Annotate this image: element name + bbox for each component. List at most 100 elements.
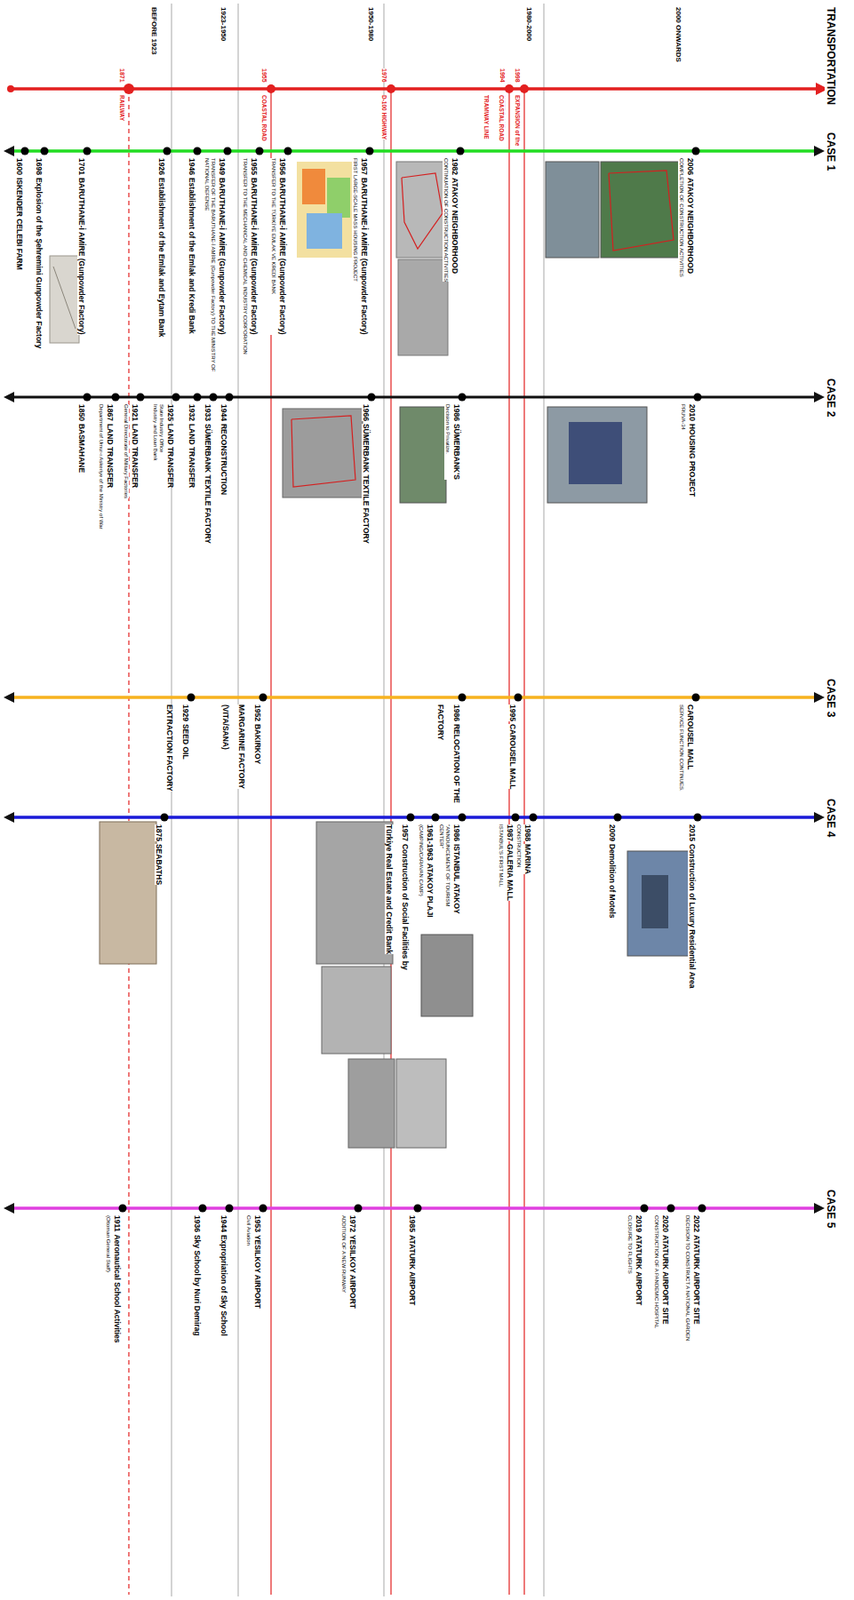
event-dot xyxy=(255,147,264,156)
event-title: Establishment of the Emlak and Kredi Ban… xyxy=(187,177,197,335)
aerial-photo xyxy=(600,161,681,258)
event-title: LAND TRANSFER xyxy=(105,423,115,488)
arrow-head xyxy=(3,692,15,703)
event-year: 2006 xyxy=(686,158,695,176)
event-block: 1986RELOCATION OF THE FACTORY xyxy=(434,704,467,810)
transport-name: RAILWAY xyxy=(119,95,126,121)
event-year: 2010 xyxy=(687,404,697,422)
sketch-photo xyxy=(49,255,80,344)
case-label: CASE 5 xyxy=(824,1189,838,1229)
event-block: 1932LAND TRANSFER xyxy=(185,404,202,488)
event-dot xyxy=(136,393,145,402)
historic-photo xyxy=(348,1059,395,1149)
aerial-photo xyxy=(282,408,363,498)
event-block: 1952BAKIRKOY MARGARINE FACTORY (VITA/SAN… xyxy=(219,704,268,810)
event-dot xyxy=(83,147,92,156)
transport-name-block: METRO AND TRAMWAY LINE xyxy=(480,95,513,147)
event-title: Explosion of the Şehremini Gunpowder Fac… xyxy=(34,177,44,349)
case-axes xyxy=(3,145,825,1214)
event-block: 1988MARINACONSTRUCTION xyxy=(515,824,538,875)
event-year: 1944 xyxy=(219,1215,229,1233)
event-dot xyxy=(225,393,234,402)
transport-year: 1955 xyxy=(261,68,268,83)
event-dot xyxy=(172,393,181,402)
aerial-photo xyxy=(321,966,392,1054)
transport-year: 1976 xyxy=(381,68,388,83)
axis-label-block: CASE 5 xyxy=(823,1189,840,1229)
event-year: 1986 xyxy=(452,704,462,722)
event-title: ATATURK AIRPORT xyxy=(634,1235,644,1306)
event-year: 1701 xyxy=(77,158,87,176)
event-dot xyxy=(123,83,135,95)
event-title: BARUTHANE-İ AMİRE (Gunpowder Factory) xyxy=(359,177,369,336)
event-note: TRANSFER OF THE BARUTHANE-İ AMİRE (Gunpo… xyxy=(203,158,216,385)
event-dot xyxy=(414,1205,423,1214)
event-title: BARUTHANE-İ AMİRE (Gunpowder Factory) xyxy=(217,177,227,336)
event-block: 2019ATATURK AIRPORTCLOSURE TO FLIGHTS xyxy=(626,1215,649,1306)
event-year: 1850 xyxy=(77,404,87,422)
transport-year-block: 1998 xyxy=(511,68,528,83)
event-block: 2015Construction of Luxury Residential A… xyxy=(686,824,703,990)
transport-axis xyxy=(7,82,829,96)
event-title: RECONSTRUCTION xyxy=(219,423,229,495)
arrow-head xyxy=(3,1203,15,1214)
aerial-photo xyxy=(545,161,599,258)
period-block: 1923-1950 xyxy=(217,7,234,41)
event-block: 1982ATAKOY NEIGHBORHOODCONTINUATION OF C… xyxy=(442,158,465,282)
photo-detail xyxy=(641,875,669,929)
event-note: Department of Umur-ı Askeriye of the Min… xyxy=(97,404,104,529)
event-note: COMPLETION OF CONSTRUCTION ACTIVITIES xyxy=(678,158,685,278)
case-label: CASE 2 xyxy=(824,378,838,417)
event-dot xyxy=(431,814,440,823)
event-block: 1933SÜMERBANK TEXTILE FACTORY xyxy=(201,404,218,544)
event-note: CONSTRUCTION xyxy=(515,824,522,875)
event-block: 1946Establishment of the Emlak and Kredi… xyxy=(185,158,202,335)
event-title: HOUSING PROJECT xyxy=(687,423,697,497)
event-year: 2022 xyxy=(692,1215,702,1233)
site-outline xyxy=(608,170,674,251)
event-dot xyxy=(514,694,523,703)
event-title: Demolition of Motels xyxy=(607,844,617,919)
event-dot xyxy=(458,393,467,402)
period-divider xyxy=(543,3,545,1597)
site-map xyxy=(296,161,356,258)
period-block: 1950-1980 xyxy=(365,7,382,41)
aerial-photo xyxy=(316,822,393,965)
transport-year-block: 1976 xyxy=(378,68,395,83)
axis-label-block: CASE 4 xyxy=(823,798,840,838)
transport-name: EXPANSION of the COASTAL ROAD xyxy=(498,95,521,146)
event-block: 1929SEED OIL EXTRACTION FACTORY xyxy=(163,704,196,810)
axis-title: TRANSPORTATION xyxy=(824,7,838,105)
event-title: SÜMERBANK TEXTILE FACTORY xyxy=(361,423,371,544)
event-year: 1995 xyxy=(508,704,518,722)
transport-name-block: COASTAL ROAD xyxy=(258,95,275,142)
period-divider xyxy=(171,3,173,1597)
axis-label-block: CASE 2 xyxy=(823,378,840,417)
site-outline xyxy=(291,415,356,487)
event-note: TRANSFER TO THE MECHANICAL AND CHEMICAL … xyxy=(241,158,248,355)
event-dot xyxy=(407,814,416,823)
event-dot xyxy=(209,393,218,402)
event-title: LAND TRANSFER xyxy=(166,423,176,488)
period-label: 1950-1980 xyxy=(367,7,376,41)
event-title: ATAKOY PLAJI xyxy=(425,863,435,918)
event-note: Decision to Privatize. xyxy=(444,404,451,480)
period-divider xyxy=(383,3,385,1597)
event-year: 1985 xyxy=(407,1215,417,1233)
event-dot xyxy=(458,694,467,703)
event-block: 1972YESILKOY AIRPORTADDITION OF A NEW RU… xyxy=(340,1215,363,1309)
event-block: 1867LAND TRANSFERDepartment of Umur-ı As… xyxy=(97,404,120,529)
transport-year-block: 1871 xyxy=(116,68,133,83)
event-year: 1972 xyxy=(348,1215,358,1233)
event-dot xyxy=(163,147,172,156)
event-year: 1944 xyxy=(219,404,229,422)
event-block: 1698Explosion of the Şehremini Gunpowder… xyxy=(32,158,49,349)
event-year: 1952 xyxy=(253,704,263,722)
map-zone xyxy=(302,168,326,205)
event-block: 1955BARUTHANE-İ AMİRE (Gunpowder Factory… xyxy=(241,158,264,355)
event-dot xyxy=(614,814,623,823)
period-dividers xyxy=(171,3,544,1597)
event-title: LAND TRANSFER xyxy=(187,423,197,488)
